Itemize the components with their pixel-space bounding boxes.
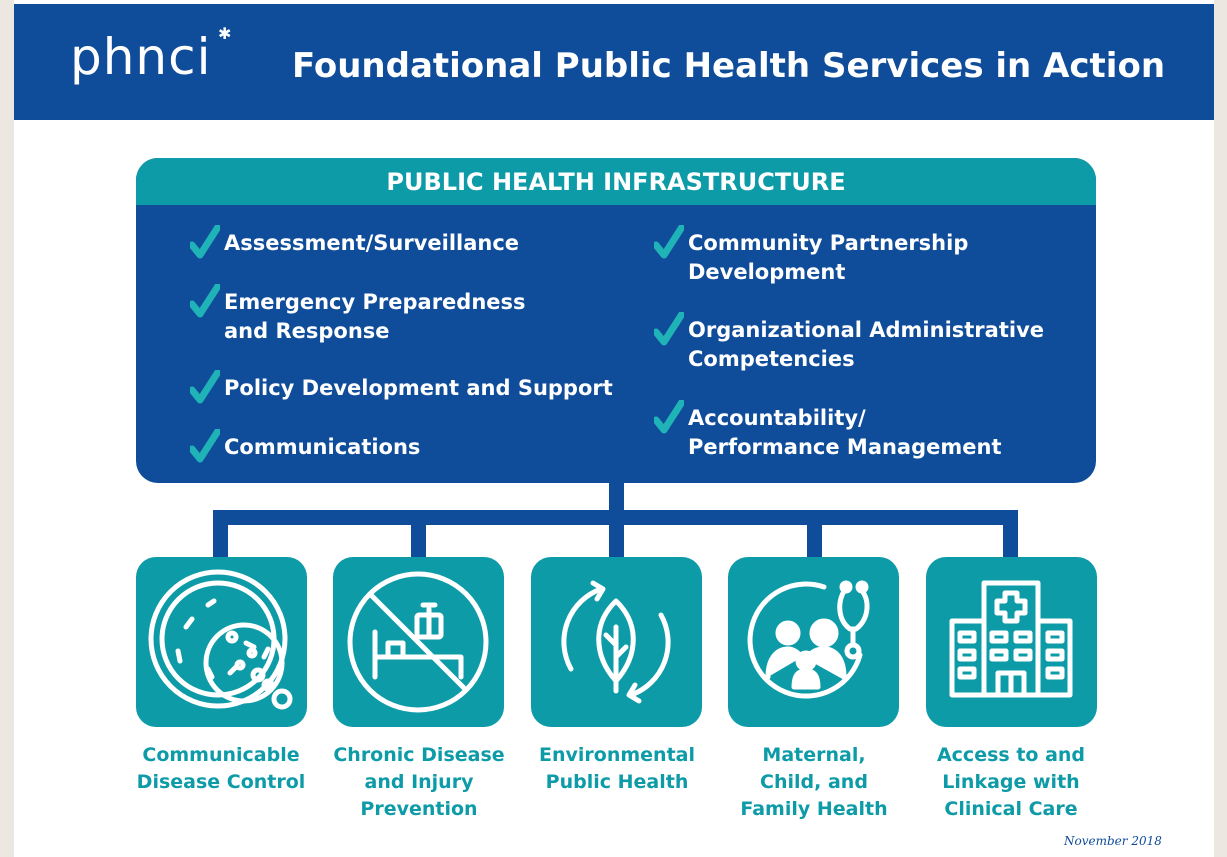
connector-trunk: [609, 483, 624, 513]
card-maternal: [728, 557, 899, 727]
checkmark-icon: [190, 284, 220, 318]
card-communicable: [136, 557, 307, 727]
area-label-maternal: Maternal, Child, and Family Health: [740, 744, 888, 820]
area-label-clinical: Access to and Linkage with Clinical Care: [936, 744, 1086, 820]
publication-date: November 2018: [1064, 834, 1162, 848]
infra-item-label: Assessment/Surveillance: [224, 231, 520, 255]
page-title: Foundational Public Health Services in A…: [292, 46, 1166, 86]
card-chronic: [333, 557, 504, 727]
checkmark-icon: [190, 429, 220, 463]
checkmark-icon: [654, 225, 684, 259]
infra-item-label: Policy Development and Support: [224, 376, 613, 400]
infra-item-organizational: Organizational Administrative Competenci…: [654, 312, 1044, 374]
infra-item-partnership: Community Partnership Development: [654, 225, 969, 287]
area-label-environmental: Environmental Public Health: [539, 744, 695, 793]
hospital-icon: [949, 580, 1073, 698]
checkmark-icon: [654, 400, 684, 434]
no-bed-icon: [347, 571, 489, 713]
connector-branch: [609, 510, 624, 558]
phnci-logo: phnci: [70, 28, 212, 86]
area-label-chronic: Chronic Disease and Injury Prevention: [333, 744, 505, 820]
infra-item-assessment: Assessment/Surveillance: [190, 225, 520, 259]
infra-item-label: Accountability/ Performance Management: [688, 406, 1002, 459]
infra-item-emergency: Emergency Preparedness and Response: [190, 284, 526, 346]
infrastructure-heading: PUBLIC HEALTH INFRASTRUCTURE: [136, 158, 1096, 205]
infographic-page: phnci ✱ Foundational Public Health Servi…: [14, 0, 1214, 857]
connector-branch: [807, 510, 822, 558]
infra-item-label: Community Partnership Development: [688, 231, 969, 284]
infra-item-label: Organizational Administrative Competenci…: [688, 318, 1044, 371]
infra-item-accountability: Accountability/ Performance Management: [654, 400, 1002, 462]
infrastructure-box: PUBLIC HEALTH INFRASTRUCTURE Assessment/…: [136, 158, 1096, 483]
area-label-communicable: Communicable Disease Control: [136, 744, 306, 793]
card-environmental: [531, 557, 702, 727]
infra-item-label: Emergency Preparedness and Response: [224, 290, 526, 343]
card-clinical: [926, 557, 1097, 727]
connector-branch: [411, 510, 426, 558]
family-stethoscope-icon: [747, 580, 870, 699]
header-banner: phnci ✱ Foundational Public Health Servi…: [14, 4, 1214, 120]
infra-item-communications: Communications: [190, 429, 421, 463]
maple-leaf-icon: ✱: [218, 24, 232, 43]
petri-dish-icon: [148, 569, 293, 710]
checkmark-icon: [190, 225, 220, 259]
leaf-cycle-icon: [561, 580, 671, 704]
connector-branch: [213, 510, 228, 558]
checkmark-icon: [654, 312, 684, 346]
checkmark-icon: [190, 370, 220, 404]
infra-item-policy: Policy Development and Support: [190, 370, 613, 404]
infra-item-label: Communications: [224, 435, 421, 459]
connector-branch: [1003, 510, 1018, 558]
